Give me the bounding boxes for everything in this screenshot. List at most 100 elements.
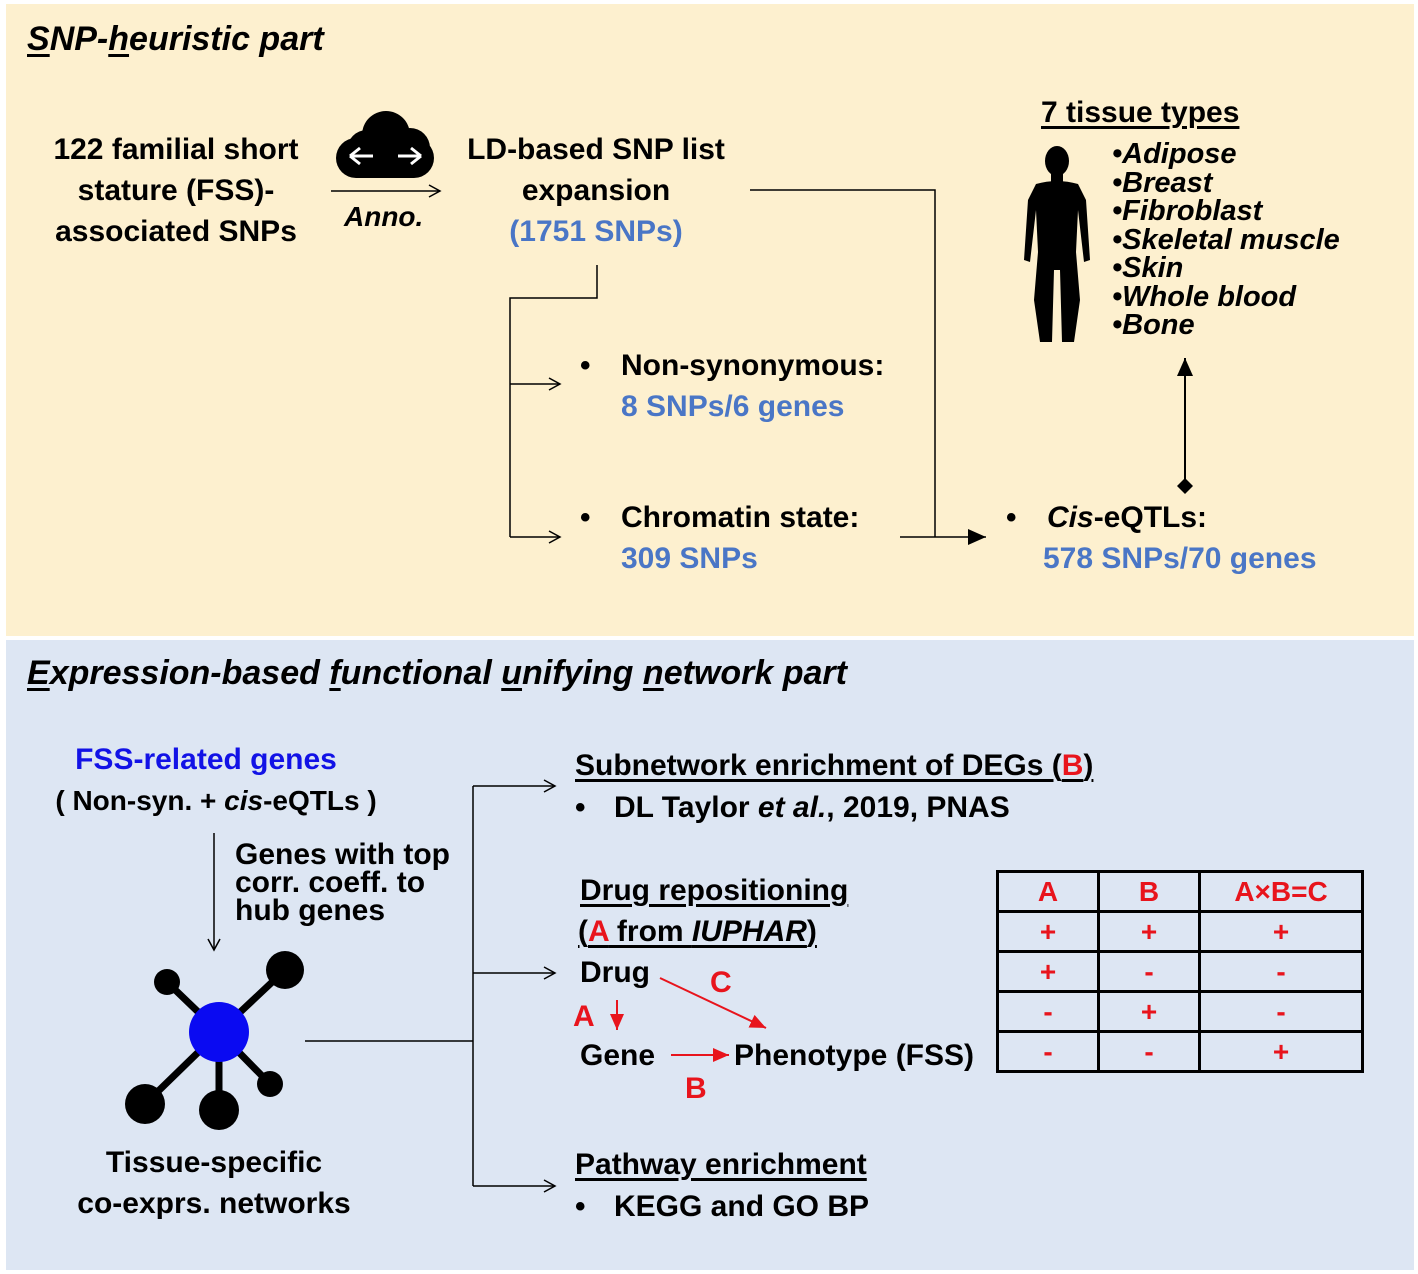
- subnetwork-title-b: B: [1061, 749, 1084, 782]
- chromatin-label: Chromatin state:: [621, 501, 860, 534]
- letter-c: C: [710, 966, 732, 999]
- input-snps-line-2: stature (FSS)-: [77, 174, 275, 207]
- fss-source-cis: cis: [224, 785, 264, 816]
- phenotype-node: Phenotype (FSS): [734, 1039, 975, 1072]
- tissue-item: •Bone: [1112, 309, 1195, 341]
- table-row: + - -: [996, 950, 1364, 993]
- tissue-item: •Fibroblast: [1112, 195, 1263, 227]
- title-initial-h: h: [108, 20, 130, 58]
- pathway-item: KEGG and GO BP: [614, 1190, 870, 1223]
- pathway-bullet: •: [575, 1190, 586, 1223]
- table-cell: -: [1097, 950, 1201, 993]
- tissue-item: •Whole blood: [1112, 280, 1297, 313]
- tissue-item: •Skeletal muscle: [1112, 223, 1340, 256]
- table-cell: +: [996, 910, 1100, 953]
- source-part: (: [578, 915, 588, 948]
- drug-phenotype-arrow: [659, 977, 767, 1029]
- fss-source-part: ( Non-syn. +: [55, 785, 225, 816]
- reference-et-al: et al.: [757, 791, 827, 824]
- source-a: A: [588, 915, 609, 948]
- title-initial-f: f: [329, 654, 341, 692]
- title-initial-s: S: [27, 20, 50, 58]
- eqtl-label-rest: -eQTLs:: [1093, 501, 1208, 534]
- drug-repositioning-title: Drug repositioning: [580, 874, 849, 907]
- tissue-list: •Adipose •Breast •Fibroblast •Skeletal m…: [1112, 140, 1340, 340]
- table-cell: -: [1097, 1030, 1201, 1073]
- network-label-line-1: Tissue-specific: [105, 1146, 323, 1179]
- subnetwork-title: Subnetwork enrichment of DEGs (B): [575, 751, 1093, 781]
- reference-part: DL Taylor: [614, 791, 758, 824]
- input-snps-line-3: associated SNPs: [55, 215, 297, 248]
- tissue-item: •Skin: [1112, 252, 1184, 284]
- table-cell: -: [996, 990, 1100, 1033]
- ld-to-eqtl-connector: [750, 189, 936, 537]
- network-icon: [125, 951, 304, 1130]
- table-row: - + -: [996, 990, 1364, 1033]
- title-part: etwork part: [663, 654, 847, 692]
- source-part: from: [608, 915, 692, 948]
- nonsyn-label: Non-synonymous:: [621, 349, 885, 382]
- top-corr-line: corr. coeff. to: [235, 866, 426, 899]
- sign-table-header: A B A×B=C: [996, 870, 1364, 913]
- header-cell: A×B=C: [1198, 870, 1364, 913]
- table-cell: -: [1198, 950, 1364, 993]
- snp-heuristic-title: SNP-heuristic part: [27, 22, 324, 56]
- table-cell: +: [1198, 1030, 1364, 1073]
- title-initial-n: n: [642, 654, 664, 692]
- subnetwork-reference: DL Taylor et al., 2019, PNAS: [614, 793, 1010, 823]
- subnetwork-title-text: Subnetwork enrichment of DEGs (: [575, 749, 1062, 782]
- human-body-icon: [1024, 146, 1090, 342]
- title-initial-u: u: [501, 654, 523, 692]
- source-part: ): [806, 915, 817, 948]
- header-cell: B: [1097, 870, 1201, 913]
- network-branch-connector: [305, 786, 474, 1186]
- title-part: unctional: [340, 654, 502, 692]
- top-corr-line: Genes with top: [235, 838, 451, 871]
- network-part-title: Expression-based functional unifying net…: [27, 656, 847, 690]
- input-snps-line-1: 122 familial short: [53, 133, 299, 166]
- nonsyn-count: 8 SNPs/6 genes: [621, 390, 845, 423]
- eqtl-label-cis: Cis: [1047, 501, 1094, 534]
- title-part: euristic part: [129, 20, 324, 58]
- fss-genes-label: FSS-related genes: [75, 743, 337, 776]
- tissue-item: •Adipose: [1112, 138, 1237, 170]
- table-cell: +: [1097, 990, 1201, 1033]
- subnetwork-bullet: •: [575, 791, 586, 824]
- tissue-types-heading: 7 tissue types: [1041, 96, 1240, 129]
- ld-expansion-count: (1751 SNPs): [509, 215, 683, 248]
- eqtl-bullet: •: [1006, 501, 1017, 534]
- snp-heuristic-panel: [6, 4, 1414, 636]
- subnetwork-title-close: ): [1083, 749, 1094, 782]
- source-iuphar: IUPHAR: [691, 915, 807, 948]
- gene-node: Gene: [580, 1039, 656, 1072]
- title-part: NP-: [49, 20, 109, 58]
- sign-table: A B A×B=C + + + + - - - + - - - +: [996, 870, 1364, 1073]
- ld-expansion-line-2: expansion: [521, 174, 671, 207]
- chromatin-bullet: •: [580, 501, 591, 534]
- cloud-sync-icon: [336, 111, 434, 178]
- table-cell: -: [996, 1030, 1100, 1073]
- drug-repositioning-source: (A from IUPHAR): [578, 917, 817, 947]
- chromatin-count: 309 SNPs: [621, 542, 758, 575]
- eqtl-label: Cis-eQTLs:: [1047, 503, 1207, 533]
- title-part: nifying: [522, 654, 643, 692]
- ld-branch-connector: [509, 265, 598, 537]
- letter-a: A: [573, 1000, 595, 1033]
- anno-label: Anno.: [344, 201, 424, 232]
- eqtl-diamond-icon: [1177, 478, 1193, 494]
- table-cell: +: [1097, 910, 1201, 953]
- fss-source-part: -eQTLs ): [263, 785, 377, 816]
- tissue-item: •Breast: [1112, 166, 1213, 199]
- fss-genes-source: ( Non-syn. + cis-eQTLs ): [26, 787, 406, 815]
- top-corr-label: Genes with top corr. coeff. to hub genes: [235, 838, 451, 926]
- table-cell: +: [1198, 910, 1364, 953]
- network-label-line-2: co-exprs. networks: [77, 1187, 351, 1220]
- reference-part: , 2019, PNAS: [826, 791, 1010, 824]
- table-row: + + +: [996, 910, 1364, 953]
- table-row: - - +: [996, 1030, 1364, 1073]
- table-cell: -: [1198, 990, 1364, 1033]
- letter-b: B: [685, 1072, 707, 1105]
- header-cell: A: [996, 870, 1100, 913]
- eqtl-count: 578 SNPs/70 genes: [1043, 542, 1317, 575]
